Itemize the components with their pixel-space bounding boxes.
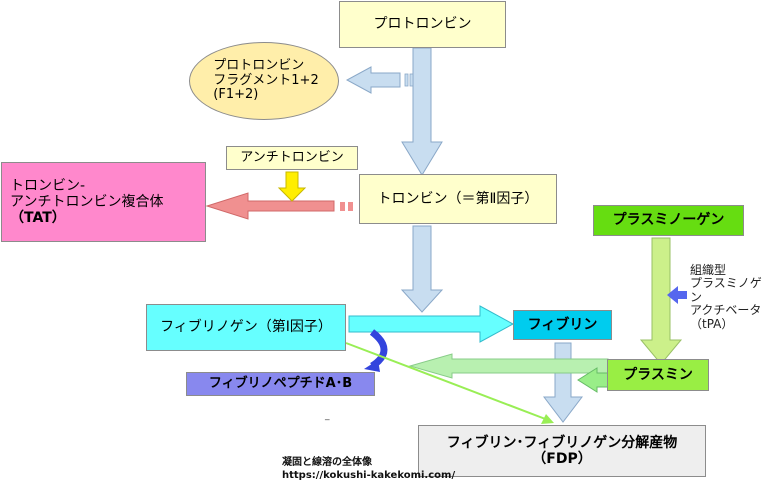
node-fibrinopeptide: フィブリノペプチドA･B [186,372,375,396]
node-tat-line1: トロンビン- [10,177,86,194]
arrow-fibrin-to-fdp [542,342,584,423]
node-fibrinopeptide-label: フィブリノペプチドA･B [208,375,353,391]
arrow-fibrinogen-to-fdp [345,342,549,421]
arrow-to-f12 [345,66,401,94]
node-plasmin: プラスミン [607,359,709,391]
arrow-to-fibrinopeptide-head [364,360,380,372]
node-fdp: フィブリン･フィブリノゲン分解産物 （FDP） [418,425,706,477]
node-tpa-line1: 組織型 [690,263,727,277]
arrow-plasmin-to-fibrin [577,367,609,393]
node-plasmin-label: プラスミン [623,366,693,383]
node-plasminogen-label: プラスミノーゲン [612,212,725,229]
node-fibrinogen-label: フィブリノゲン（第Ⅰ因子） [160,319,332,336]
node-prothrombin: プロトロンビン [339,1,506,48]
node-fibrin-label: フィブリン [527,316,598,333]
dash-tat-b [348,202,353,211]
node-tpa-line3: アクチベータ [690,303,762,318]
node-prothrombin-label: プロトロンビン [373,16,472,33]
arrow-plasminogen-to-plasmin [639,237,683,365]
node-fdp-line1: フィブリン･フィブリノゲン分解産物 [446,434,678,451]
footer-title: 凝固と線溶の全体像 [282,457,372,468]
node-f12-line3: (F1+2) [213,87,259,103]
node-plasminogen: プラスミノーゲン [593,205,744,236]
node-tpa-line4: （tPA） [690,316,734,331]
node-fdp-line2: （FDP） [532,451,592,467]
node-fibrin: フィブリン [513,310,612,340]
small-dash: ‾ [325,419,330,429]
node-antithrombin: アンチトロンビン [226,146,358,170]
node-fibrinogen: フィブリノゲン（第Ⅰ因子） [146,304,346,351]
footer: 凝固と線溶の全体像 https://kokushi-kakekomi.com/ [282,457,455,482]
node-tpa: 組織型 プラスミノゲン アクチベータ （tPA） [690,263,768,331]
arrow-plasmin-to-fibrinogen [408,353,609,379]
node-f12: プロトロンビン フラグメント1+2 (F1+2) [189,42,339,120]
dash-f12-a [404,73,409,87]
arrow-fibrinogen-to-fibrin [348,305,515,343]
arrow-antithrombin-down [277,171,307,202]
node-thrombin-label: トロンビン（＝第Ⅱ因子） [377,190,539,207]
dash-f12-b [409,73,414,87]
dash-tat-a [340,202,345,211]
node-f12-line2: フラグメント1+2 [213,72,319,88]
node-f12-line1: プロトロンビン [213,57,305,73]
node-tat-line2: アンチトロンビン複合体 [10,193,164,210]
arrow-prothrombin-to-thrombin [401,47,443,176]
arrow-thrombin-to-fibrin [400,225,444,313]
footer-url: https://kokushi-kakekomi.com/ [282,469,456,481]
node-tat-line3: （TAT） [10,210,66,227]
node-tpa-line2: プラスミノゲン [690,276,762,304]
arrow-fibrinogen-to-fdp-head [541,414,554,424]
node-tat: トロンビン- アンチトロンビン複合体 （TAT） [1,162,206,242]
node-antithrombin-label: アンチトロンビン [240,149,344,165]
node-thrombin: トロンビン（＝第Ⅱ因子） [359,174,557,224]
arrow-tpa [667,286,687,304]
arrow-thrombin-to-tat [205,192,335,220]
